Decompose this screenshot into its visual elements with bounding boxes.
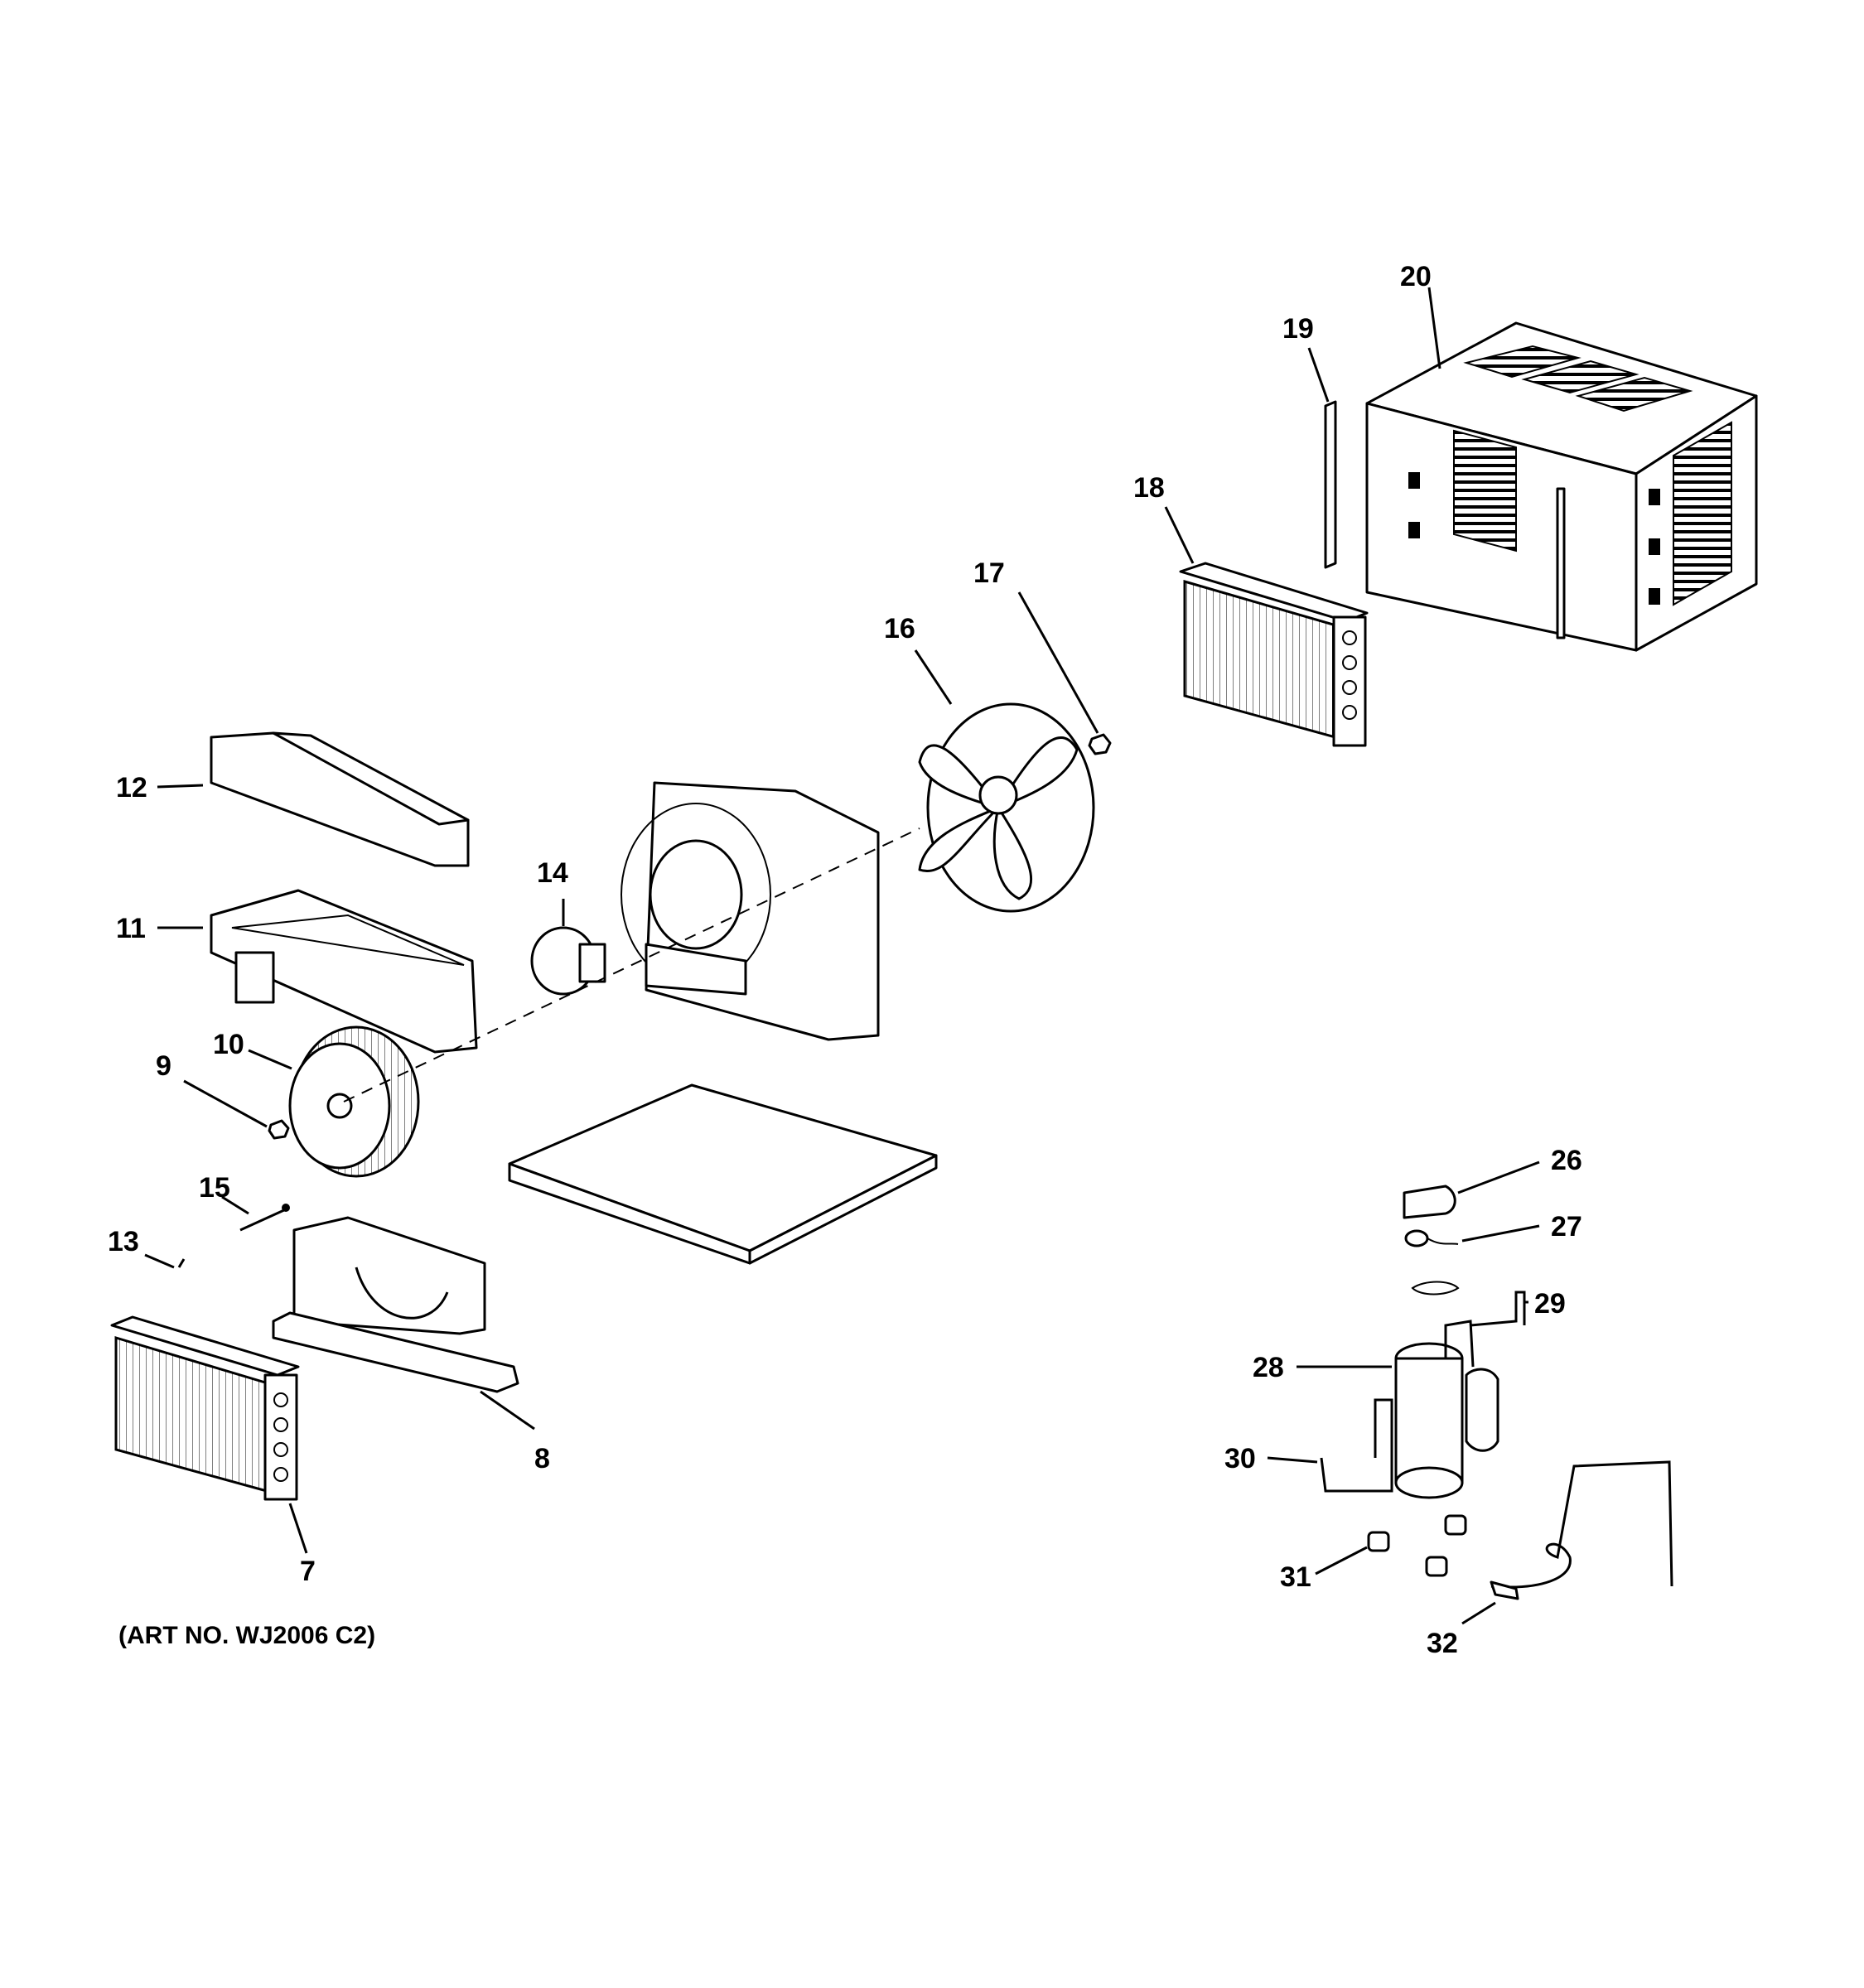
- part-19-side-rail[interactable]: [1324, 400, 1337, 569]
- callout-8: 8: [534, 1443, 550, 1474]
- callout-28: 28: [1253, 1352, 1284, 1383]
- fan-shroud[interactable]: [621, 781, 880, 1041]
- part-12-upper-duct[interactable]: [210, 731, 470, 867]
- callout-18: 18: [1133, 472, 1165, 504]
- part-20-cabinet[interactable]: [1365, 321, 1758, 652]
- callout-32: 32: [1427, 1628, 1458, 1659]
- part-27-overload[interactable]: [1404, 1229, 1460, 1296]
- part-7-evaporator-coil[interactable]: [110, 1315, 300, 1501]
- part-15-screw[interactable]: [239, 1204, 290, 1232]
- part-13-clip[interactable]: [177, 1258, 186, 1268]
- callout-16: 16: [884, 613, 915, 644]
- part-16-condenser-fan[interactable]: [918, 702, 1095, 913]
- part-8-drain-pan[interactable]: [272, 1216, 519, 1393]
- part-32-thermostat[interactable]: [1490, 1460, 1673, 1600]
- base-pan[interactable]: [508, 1083, 938, 1265]
- art-number: (ART NO. WJ2006 C2): [118, 1622, 376, 1649]
- callout-11: 11: [116, 913, 146, 944]
- callout-14: 14: [537, 857, 568, 889]
- callout-13: 13: [108, 1226, 139, 1257]
- assembly-axis: [343, 828, 920, 1103]
- callout-20: 20: [1400, 261, 1432, 292]
- callout-12: 12: [116, 772, 147, 803]
- part-26-terminal-cover[interactable]: [1403, 1185, 1456, 1219]
- callout-17: 17: [973, 557, 1005, 589]
- callout-9: 9: [156, 1050, 171, 1082]
- callout-27: 27: [1551, 1211, 1582, 1242]
- part-14-fan-motor[interactable]: [530, 926, 606, 996]
- callout-labels: 20 19 18 17 16 12 14 11 10 9 15 13 8 7 2…: [108, 261, 1582, 1659]
- callout-7: 7: [300, 1556, 316, 1587]
- callout-30: 30: [1224, 1443, 1256, 1474]
- part-17-fan-nut[interactable]: [1088, 733, 1112, 755]
- part-31-grommets[interactable]: [1367, 1514, 1467, 1577]
- callout-31: 31: [1280, 1561, 1311, 1593]
- part-30-discharge-tube[interactable]: [1320, 1398, 1393, 1493]
- callout-19: 19: [1282, 313, 1314, 345]
- callout-29: 29: [1534, 1288, 1566, 1320]
- part-9-nut[interactable]: [268, 1119, 290, 1140]
- callout-10: 10: [213, 1029, 244, 1060]
- part-28-compressor[interactable]: [1394, 1342, 1499, 1499]
- callout-26: 26: [1551, 1145, 1582, 1176]
- part-10-blower-wheel[interactable]: [288, 1025, 420, 1178]
- part-11-evaporator-housing[interactable]: [210, 889, 478, 1054]
- callout-15: 15: [199, 1172, 230, 1204]
- part-18-condenser-coil[interactable]: [1179, 562, 1369, 747]
- leader-lines: [144, 287, 1540, 1625]
